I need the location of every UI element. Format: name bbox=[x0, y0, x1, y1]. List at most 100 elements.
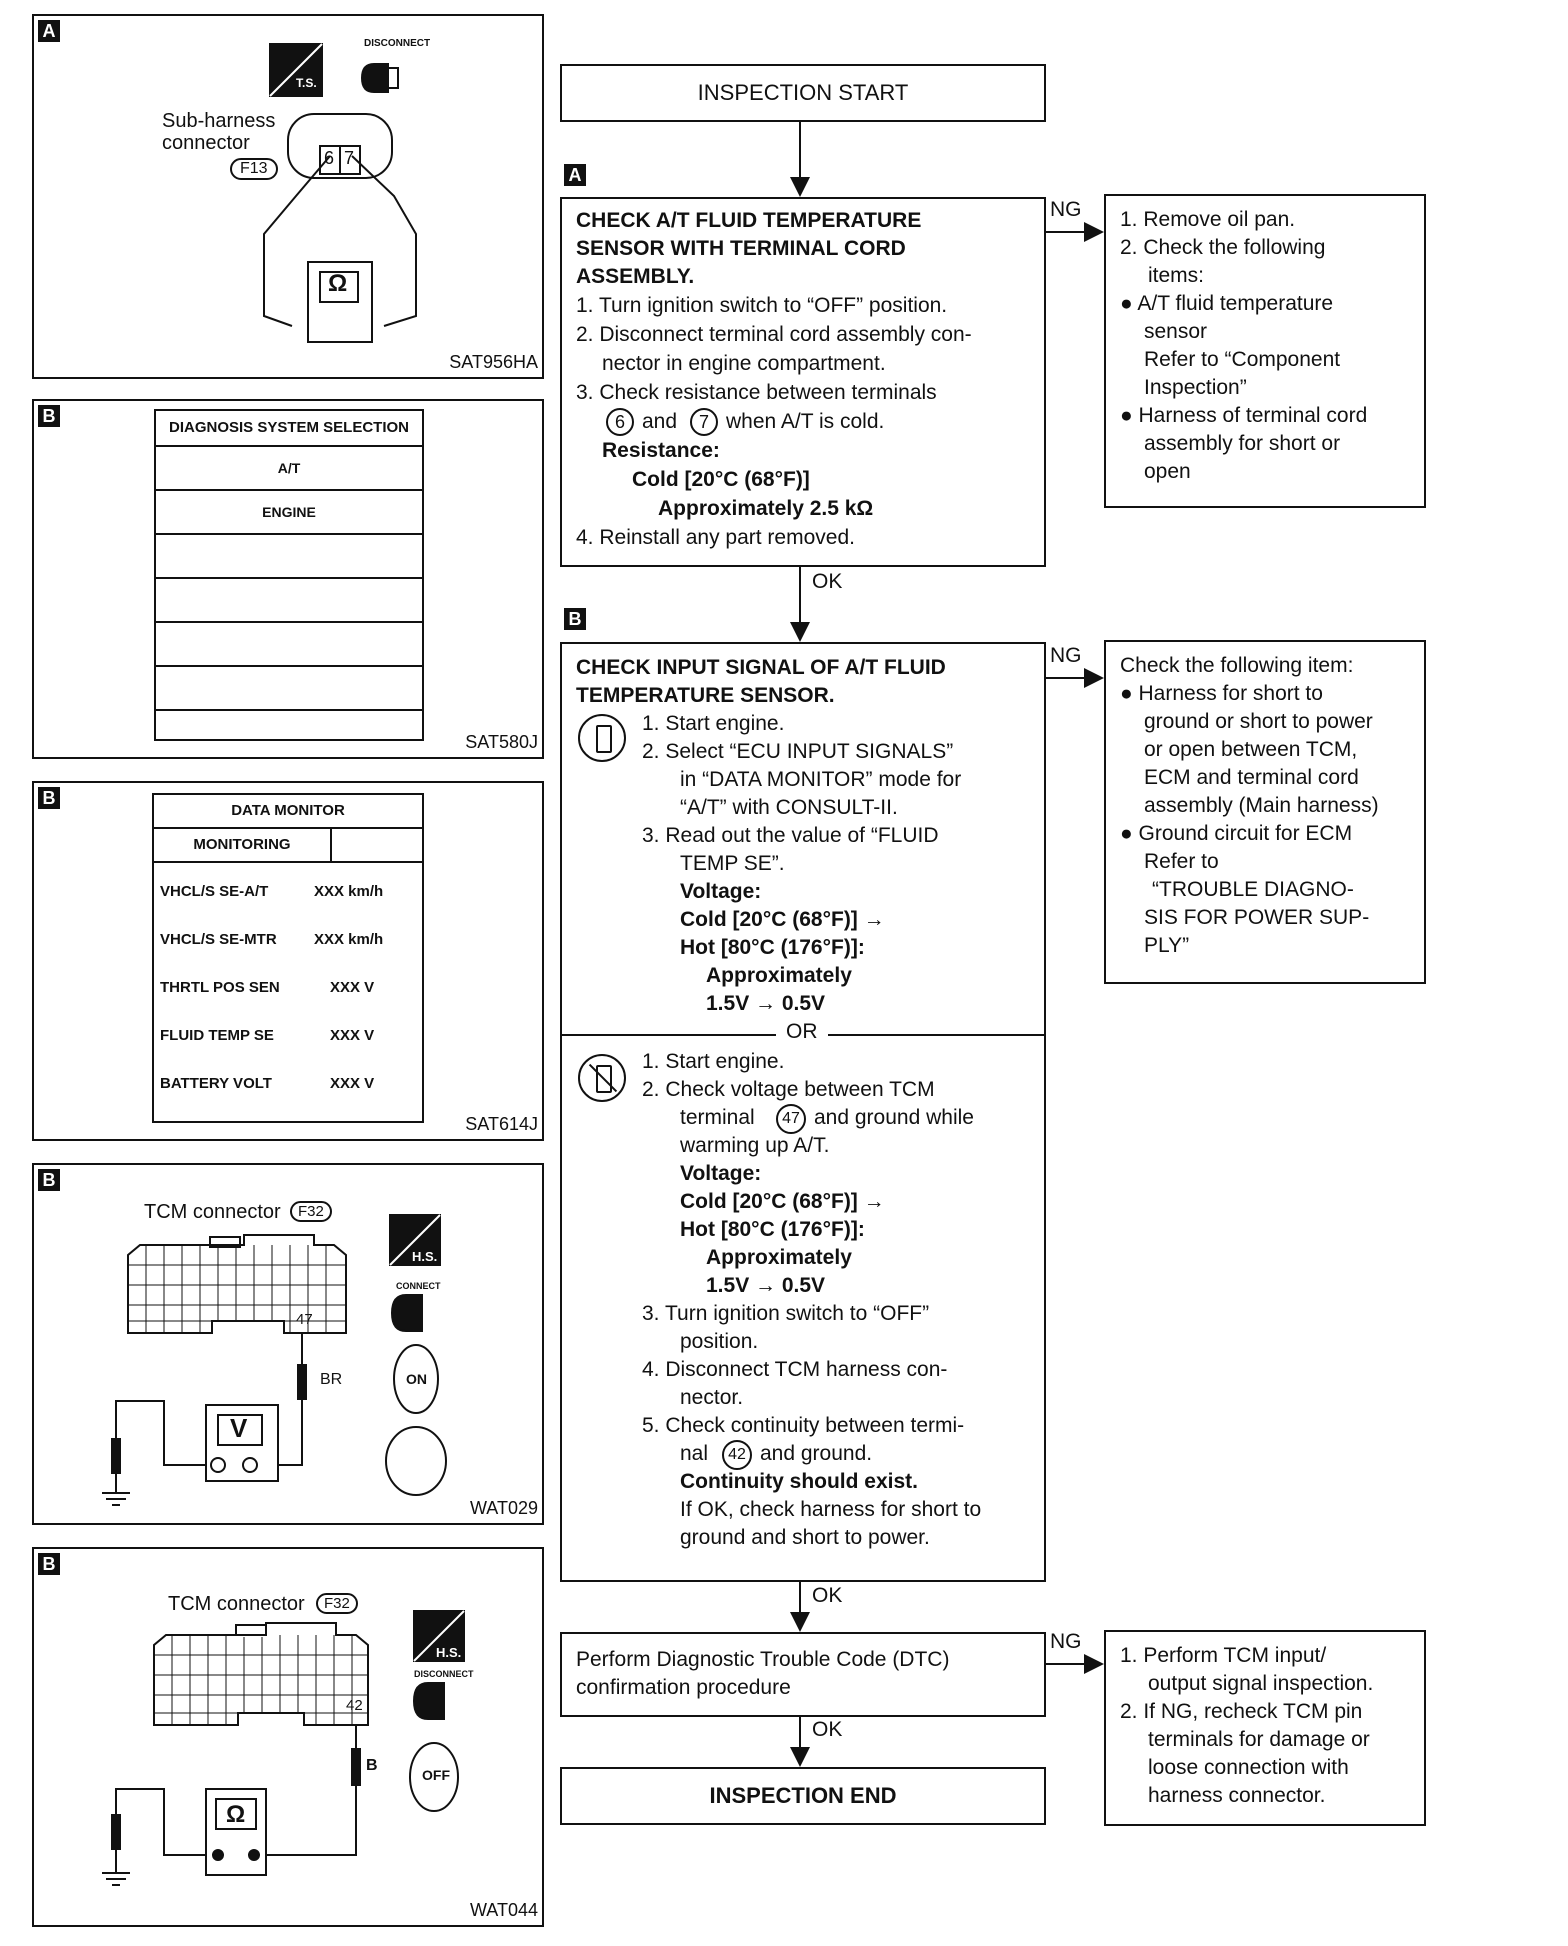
monitor-row-name: FLUID TEMP SE bbox=[160, 1027, 274, 1044]
consult-icon bbox=[578, 714, 626, 762]
ng3-line: output signal inspection. bbox=[1148, 1672, 1374, 1695]
step2a-line: 2. Select “ECU INPUT SIGNALS” bbox=[642, 740, 954, 763]
step2a-line: in “DATA MONITOR” mode for bbox=[680, 768, 962, 791]
resistance-condition: Cold [20°C (68°F)] bbox=[632, 468, 810, 491]
step2b-terminal: terminal bbox=[680, 1106, 755, 1129]
panel-resistance-check: A T.S. DISCONNECT Sub-harness connector … bbox=[32, 14, 544, 379]
tcm-connector-label: TCM connector bbox=[168, 1593, 305, 1615]
connect-label: CONNECT bbox=[396, 1281, 441, 1291]
step3-ng-box: 1. Perform TCM input/ output signal insp… bbox=[1104, 1630, 1426, 1826]
figure-code: WAT044 bbox=[469, 1900, 538, 1920]
pin-7: 7 bbox=[344, 148, 355, 168]
step2a-bold: Approximately bbox=[706, 964, 852, 987]
ignition-off-label: OFF bbox=[422, 1767, 450, 1783]
step2b-last: If OK, check harness for short to bbox=[680, 1498, 982, 1521]
terminal-47-circle: 47 bbox=[776, 1104, 806, 1134]
monitor-row-name: VHCL/S SE-MTR bbox=[160, 931, 277, 948]
sub-harness-label-2: connector bbox=[162, 132, 250, 154]
step2a-bold: Cold [20°C (68°F)] → bbox=[680, 908, 885, 931]
ng1-line: ● A/T fluid temperature bbox=[1120, 292, 1334, 315]
ng3-line: 1. Perform TCM input/ bbox=[1120, 1644, 1327, 1667]
connector-code-badge: F13 bbox=[230, 158, 278, 180]
ng1-line: assembly for short or bbox=[1144, 432, 1341, 455]
resistance-label: Resistance: bbox=[602, 439, 720, 462]
panel-data-monitor: B DATA MONITOR MONITORING VHCL/S SE-A/T … bbox=[32, 781, 544, 1141]
terminal-when-cold: when A/T is cold. bbox=[726, 410, 885, 433]
screen-title: DATA MONITOR bbox=[154, 795, 422, 829]
monitor-row-name: THRTL POS SEN bbox=[160, 979, 280, 996]
terminal-6-circle: 6 bbox=[606, 408, 634, 436]
ng-label-3: NG bbox=[1050, 1630, 1082, 1653]
monitor-row-value: XXX V bbox=[330, 1075, 375, 1092]
step2a-bold: Hot [80°C (176°F)]: bbox=[680, 936, 865, 959]
voltmeter-symbol: V bbox=[230, 1413, 248, 1443]
step2b-line: position. bbox=[680, 1330, 759, 1353]
step1-last: 4. Reinstall any part removed. bbox=[576, 526, 855, 549]
step2-box: CHECK INPUT SIGNAL OF A/T FLUID TEMPERAT… bbox=[560, 642, 1046, 1582]
menu-empty-row bbox=[156, 623, 422, 667]
tcm-connector-label: TCM connector bbox=[144, 1201, 281, 1223]
resistance-diagram bbox=[263, 43, 417, 343]
panel-tag: A bbox=[38, 20, 60, 42]
disconnect-label: DISCONNECT bbox=[414, 1669, 474, 1679]
step2b-line: 1. Start engine. bbox=[642, 1050, 785, 1073]
ng3-line: harness connector. bbox=[1148, 1784, 1326, 1807]
ng1-line: sensor bbox=[1144, 320, 1208, 343]
ng1-line: items: bbox=[1148, 264, 1205, 287]
ng2-line: ground or short to power bbox=[1144, 710, 1373, 733]
voltage-diagram bbox=[102, 1214, 447, 1506]
or-label: OR bbox=[776, 1020, 828, 1044]
panel-tag: B bbox=[38, 787, 60, 809]
step2a-line: 3. Read out the value of “FLUID bbox=[642, 824, 939, 847]
monitor-row-value: XXX km/h bbox=[314, 883, 384, 900]
ng1-line: 2. Check the following bbox=[1120, 236, 1326, 259]
menu-item-at[interactable]: A/T bbox=[156, 447, 422, 491]
step2b-bold: Hot [80°C (176°F)]: bbox=[680, 1218, 865, 1241]
step2b-line: 5. Check continuity between termi- bbox=[642, 1414, 965, 1437]
hs-label: H.S. bbox=[412, 1249, 438, 1264]
ng2-line: ● Harness for short to bbox=[1120, 682, 1323, 705]
step2b-line: 3. Turn ignition switch to “OFF” bbox=[642, 1302, 930, 1325]
step2a-bold: 1.5V → 0.5V bbox=[706, 992, 826, 1015]
ng1-line: 1. Remove oil pan. bbox=[1120, 208, 1296, 231]
step1-line: 3. Check resistance between terminals bbox=[576, 381, 937, 404]
step2a-bold: Voltage: bbox=[680, 880, 762, 903]
monitor-row-value: XXX V bbox=[330, 979, 375, 996]
pin-number: 42 bbox=[346, 1697, 363, 1714]
step2a-line: TEMP SE”. bbox=[680, 852, 785, 875]
ng-label-2: NG bbox=[1050, 644, 1082, 667]
step1-ng-box: 1. Remove oil pan. 2. Check the followin… bbox=[1104, 194, 1426, 508]
ng1-line: Inspection” bbox=[1144, 376, 1247, 399]
ohmmeter-symbol: Ω bbox=[226, 1801, 246, 1828]
ohm-meter-symbol: Ω bbox=[328, 270, 348, 297]
pin-6: 6 bbox=[324, 148, 335, 168]
step1-line: 2. Disconnect terminal cord assembly con… bbox=[576, 323, 972, 346]
ng2-line: or open between TCM, bbox=[1144, 738, 1358, 761]
step1-title-1: CHECK A/T FLUID TEMPERATURE bbox=[576, 209, 922, 232]
menu-empty-row bbox=[156, 535, 422, 579]
panel-tag: B bbox=[38, 1553, 60, 1575]
ng1-line: ● Harness of terminal cord bbox=[1120, 404, 1368, 427]
step2b-bold: Approximately bbox=[706, 1246, 852, 1269]
ng2-line: ECM and terminal cord bbox=[1144, 766, 1359, 789]
step2-title-1: CHECK INPUT SIGNAL OF A/T FLUID bbox=[576, 656, 946, 679]
step2b-last: ground and short to power. bbox=[680, 1526, 930, 1549]
ng1-line: open bbox=[1144, 460, 1191, 483]
connector-code-badge: F32 bbox=[290, 1201, 332, 1222]
menu-item-engine[interactable]: ENGINE bbox=[156, 491, 422, 535]
step2b-bold: Cold [20°C (68°F)] → bbox=[680, 1190, 885, 1213]
figure-code: SAT614J bbox=[465, 1114, 538, 1134]
data-monitor-screen: DATA MONITOR MONITORING VHCL/S SE-A/T XX… bbox=[152, 793, 424, 1123]
wire-color: B bbox=[366, 1757, 378, 1774]
step-tag-a: A bbox=[564, 164, 586, 186]
connector-code-badge: F32 bbox=[316, 1593, 358, 1614]
step2b-line: nector. bbox=[680, 1386, 744, 1409]
step3-box: Perform Diagnostic Trouble Code (DTC) co… bbox=[560, 1632, 1046, 1717]
ng2-line: PLY” bbox=[1144, 934, 1190, 957]
ng2-line: “TROUBLE DIAGNO- bbox=[1152, 878, 1354, 901]
wire-color: BR bbox=[320, 1371, 343, 1388]
panel-continuity-check: B bbox=[32, 1547, 544, 1927]
step2b-terminal2: and ground. bbox=[760, 1442, 873, 1465]
step2b-terminal: and ground while bbox=[814, 1106, 974, 1129]
